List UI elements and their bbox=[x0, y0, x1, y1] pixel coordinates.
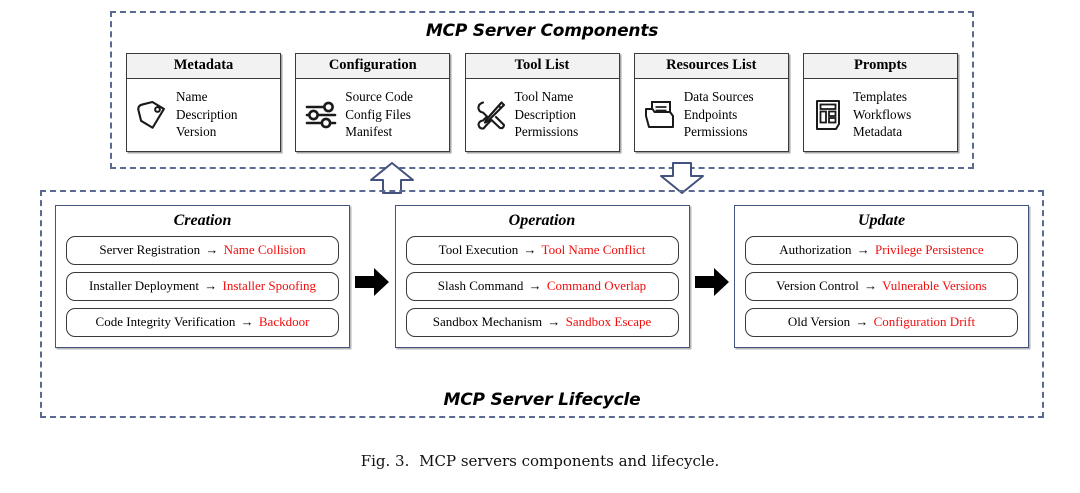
stage-item: Old Version → Configuration Drift bbox=[745, 308, 1018, 337]
component-card-title: Metadata bbox=[127, 54, 280, 79]
component-card-items: Data Sources Endpoints Permissions bbox=[684, 88, 754, 141]
stage-item: Version Control → Vulnerable Versions bbox=[745, 272, 1018, 301]
component-cards-row: Metadata Name Description Version Config… bbox=[126, 53, 958, 158]
template-layout-icon bbox=[812, 98, 846, 132]
component-card-metadata: Metadata Name Description Version bbox=[126, 53, 281, 152]
component-item: Permissions bbox=[683, 124, 748, 140]
stage-title: Operation bbox=[508, 212, 576, 229]
component-item: Templates bbox=[853, 89, 908, 105]
component-card-title: Resources List bbox=[634, 54, 788, 79]
component-card-title: Configuration bbox=[296, 54, 450, 79]
lifecycle-stages-row: Creation Server Registration → Name Coll… bbox=[55, 205, 1029, 383]
component-card-body: Name Description Version bbox=[127, 79, 280, 151]
component-card-resources-list: Resources List Data Sources Endpoints Pe… bbox=[633, 53, 789, 152]
stage-item-action: Code Integrity Verification bbox=[95, 314, 236, 329]
tag-icon bbox=[135, 98, 169, 132]
mcp-server-lifecycle-panel: MCP Server Lifecycle bbox=[40, 190, 1044, 418]
component-item: Name bbox=[176, 89, 208, 105]
component-item: Permissions bbox=[514, 124, 579, 140]
component-item: Config Files bbox=[345, 106, 411, 122]
component-card-items: Templates Workflows Metadata bbox=[853, 88, 911, 141]
stage-item-risk: Backdoor bbox=[258, 314, 310, 329]
component-card-items: Source Code Config Files Manifest bbox=[345, 88, 413, 141]
component-item: Manifest bbox=[345, 124, 393, 140]
stage-item-action: Tool Execution bbox=[438, 242, 519, 257]
stage-panel-operation: Operation Tool Execution → Tool Name Con… bbox=[394, 205, 690, 348]
stage-title: Update bbox=[857, 212, 906, 229]
component-item: Endpoints bbox=[683, 106, 738, 122]
stage-panel-creation: Creation Server Registration → Name Coll… bbox=[55, 205, 350, 348]
stage-item: Code Integrity Verification → Backdoor bbox=[66, 308, 339, 337]
right-arrow-icon: → bbox=[240, 314, 254, 329]
component-card-body: Data Sources Endpoints Permissions bbox=[635, 79, 788, 151]
stage-title: Creation bbox=[173, 212, 232, 229]
component-card-body: Source Code Config Files Manifest bbox=[296, 79, 449, 151]
component-card-configuration: Configuration Source Code Config Files bbox=[295, 53, 451, 152]
component-card-items: Tool Name Description Permissions bbox=[515, 88, 579, 141]
stage-item-action: Old Version bbox=[787, 314, 851, 329]
stage-item-risk: Tool Name Conflict bbox=[541, 242, 646, 257]
component-item: Tool Name bbox=[514, 89, 574, 105]
stage-item-risk: Sandbox Escape bbox=[565, 314, 652, 329]
stage-item: Tool Execution → Tool Name Conflict bbox=[405, 236, 679, 265]
mcp-server-components-panel: MCP Server Components bbox=[110, 11, 974, 169]
stage-item-risk: Command Overlap bbox=[546, 278, 647, 293]
component-card-tool-list: Tool List Tool Name Description Permissi… bbox=[464, 53, 620, 152]
stage-panel-update: Update Authorization → Privilege Persist… bbox=[734, 205, 1029, 348]
arrow-down-block-icon bbox=[658, 161, 706, 195]
stage-item: Authorization → Privilege Persistence bbox=[745, 236, 1018, 265]
stage-item-risk: Vulnerable Versions bbox=[882, 278, 987, 293]
arrow-up-block-icon bbox=[368, 161, 416, 195]
stage-item-risk: Privilege Persistence bbox=[875, 242, 984, 257]
component-item: Workflows bbox=[853, 106, 912, 122]
stage-item-action: Slash Command bbox=[437, 278, 524, 293]
component-card-title: Tool List bbox=[465, 54, 619, 79]
component-card-body: Tool Name Description Permissions bbox=[466, 79, 619, 151]
component-item: Data Sources bbox=[683, 89, 754, 105]
component-item: Metadata bbox=[853, 124, 903, 140]
component-item: Version bbox=[176, 124, 217, 140]
figure-caption-text: MCP servers components and lifecycle. bbox=[419, 452, 720, 470]
component-card-title: Prompts bbox=[804, 54, 957, 79]
stage-item-action: Authorization bbox=[779, 242, 852, 257]
stage-item: Sandbox Mechanism → Sandbox Escape bbox=[405, 308, 679, 337]
stage-item-risk: Name Collision bbox=[223, 242, 306, 257]
component-item: Source Code bbox=[345, 89, 414, 105]
figure-caption: Fig. 3. MCP servers components and lifec… bbox=[0, 452, 1080, 470]
stage-item: Installer Deployment → Installer Spoofin… bbox=[66, 272, 339, 301]
right-arrow-icon: → bbox=[547, 314, 561, 329]
stage-item: Slash Command → Command Overlap bbox=[405, 272, 679, 301]
folder-document-icon bbox=[643, 98, 677, 132]
component-item: Description bbox=[176, 106, 238, 122]
arrow-right-block-icon bbox=[354, 265, 390, 299]
stage-item-action: Version Control bbox=[776, 278, 859, 293]
right-arrow-icon: → bbox=[856, 242, 870, 257]
components-panel-title: MCP Server Components bbox=[425, 21, 659, 41]
figure-caption-label: Fig. 3. bbox=[360, 452, 410, 470]
right-arrow-icon: → bbox=[855, 314, 869, 329]
right-arrow-icon: → bbox=[204, 278, 218, 293]
component-card-items: Name Description Version bbox=[176, 88, 238, 141]
arrow-right-block-icon bbox=[694, 265, 730, 299]
stage-item-action: Server Registration bbox=[99, 242, 201, 257]
tools-icon bbox=[474, 98, 508, 132]
right-arrow-icon: → bbox=[523, 242, 537, 257]
component-item: Description bbox=[514, 106, 577, 122]
stage-item-action: Sandbox Mechanism bbox=[432, 314, 543, 329]
stage-item-risk: Installer Spoofing bbox=[222, 278, 317, 293]
right-arrow-icon: → bbox=[864, 278, 878, 293]
stage-item-action: Installer Deployment bbox=[88, 278, 200, 293]
right-arrow-icon: → bbox=[528, 278, 542, 293]
lifecycle-panel-title: MCP Server Lifecycle bbox=[443, 390, 641, 410]
component-card-prompts: Prompts Templates Workflows Metadata bbox=[803, 53, 958, 152]
right-arrow-icon: → bbox=[205, 242, 219, 257]
sliders-icon bbox=[304, 98, 338, 132]
stage-item: Server Registration → Name Collision bbox=[66, 236, 339, 265]
stage-item-risk: Configuration Drift bbox=[873, 314, 976, 329]
component-card-body: Templates Workflows Metadata bbox=[804, 79, 957, 151]
